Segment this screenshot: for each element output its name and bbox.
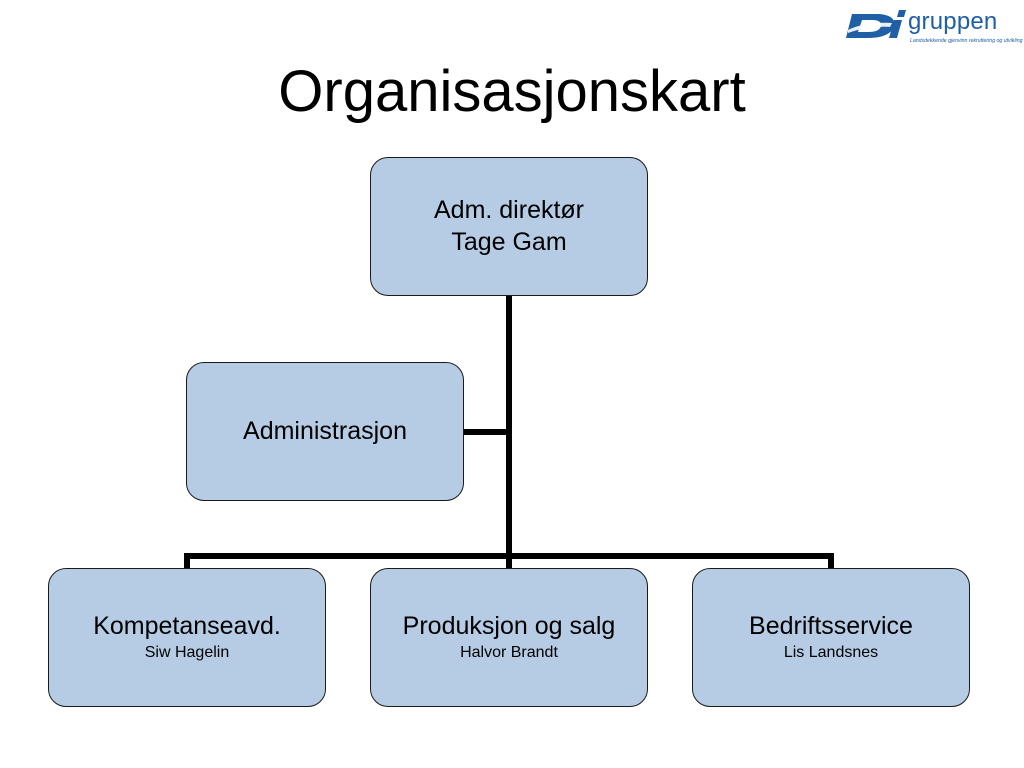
- node-kompetanseavd-person: Siw Hagelin: [144, 643, 230, 661]
- node-kompetanseavd-name: Kompetanseavd.: [93, 612, 281, 641]
- node-bedriftsservice: Bedriftsservice Lis Landsnes: [692, 568, 970, 707]
- node-administrasjon: Administrasjon: [186, 362, 464, 501]
- company-logo: gruppen Landsdekkende gjenvinn rekrutter…: [846, 6, 1022, 48]
- node-adm-direktor-title: Adm. direktør: [433, 196, 585, 225]
- node-administrasjon-label: Administrasjon: [243, 416, 407, 445]
- logo-wordmark: gruppen: [908, 8, 998, 35]
- page-title: Organisasjonskart: [278, 59, 746, 124]
- node-adm-direktor: Adm. direktør Tage Gam: [370, 157, 648, 296]
- logo-tagline: Landsdekkende gjenvinn rekruttering og u…: [910, 38, 1023, 44]
- node-bedriftsservice-person: Lis Landsnes: [783, 643, 879, 661]
- node-adm-direktor-person: Tage Gam: [451, 227, 567, 256]
- node-produksjon-name: Produksjon og salg: [402, 612, 616, 641]
- node-kompetanseavd: Kompetanseavd. Siw Hagelin: [48, 568, 326, 707]
- node-produksjon-og-salg: Produksjon og salg Halvor Brandt: [370, 568, 648, 707]
- di-logo-mark: [846, 10, 906, 38]
- node-bedriftsservice-name: Bedriftsservice: [749, 612, 913, 641]
- node-produksjon-person: Halvor Brandt: [460, 643, 558, 661]
